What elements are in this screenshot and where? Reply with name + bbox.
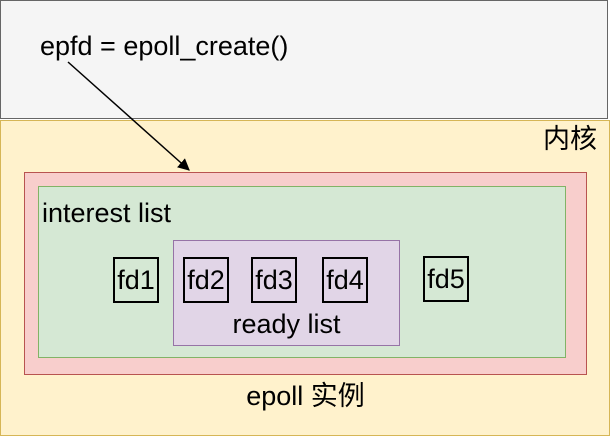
ready-list-label: ready list (232, 309, 341, 339)
fd4-box: fd4 (322, 257, 368, 303)
kernel-label: 内核 (543, 124, 597, 154)
interest-list-label: interest list (42, 198, 172, 228)
epoll-create-code-label: epfd = epoll_create() (40, 31, 289, 61)
fd2-box: fd2 (183, 257, 229, 303)
fd1-box: fd1 (113, 257, 159, 303)
fd3-box: fd3 (251, 257, 297, 303)
fd5-box: fd5 (423, 256, 469, 302)
epoll-instance-label: epoll 实例 (246, 381, 365, 411)
